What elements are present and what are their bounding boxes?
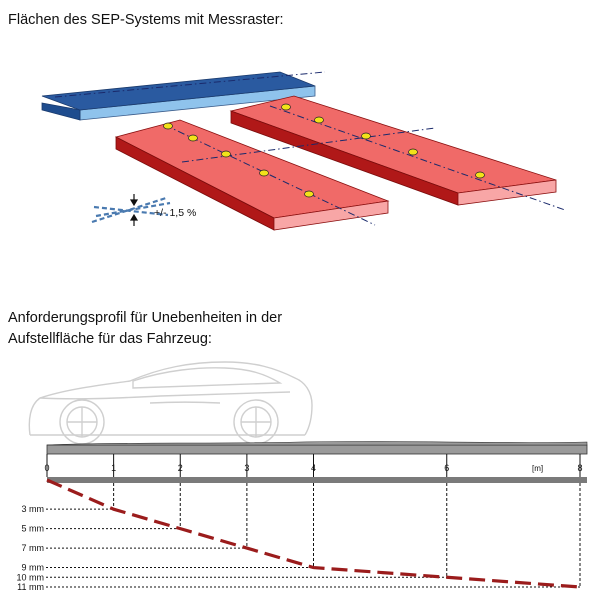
car-outline <box>28 361 313 445</box>
x-tick-label: 2 <box>178 463 183 473</box>
x-axis-ticks: 0 1 2 3 4 6 8 <box>44 454 583 477</box>
x-tick-label: 0 <box>44 463 49 473</box>
tolerance-indicator: +/- 1,5 % <box>91 194 196 226</box>
section-title-surfaces: Flächen des SEP-Systems mit Messraster: <box>8 12 284 28</box>
y-tick-label: 10 mm <box>16 572 44 582</box>
x-tick-label: 4 <box>311 463 316 473</box>
x-tick-label: 6 <box>444 463 449 473</box>
red-plate-left <box>114 119 390 231</box>
y-tick-label: 7 mm <box>22 543 45 553</box>
reference-bar <box>47 477 587 483</box>
x-tick-label: 8 <box>577 463 582 473</box>
sep-plates-illustration: +/- 1,5 % <box>41 71 566 231</box>
section-title-profile-line1: Anforderungsprofil für Unebenheiten in d… <box>8 310 283 326</box>
y-tick-label: 11 mm <box>17 582 44 592</box>
y-tick-label: 5 mm <box>22 524 45 534</box>
x-tick-label: 3 <box>244 463 249 473</box>
section-title-profile-line2: Aufstellfläche für das Fahrzeug: <box>8 331 212 347</box>
measuring-points <box>163 103 485 198</box>
x-unit-label: [m] <box>532 464 543 473</box>
y-tick-label: 3 mm <box>22 504 45 514</box>
y-tick-label: 9 mm <box>22 563 45 573</box>
tolerance-label: +/- 1,5 % <box>154 207 196 219</box>
red-plate-right <box>229 95 557 206</box>
ground-profile <box>46 444 588 455</box>
x-tick-label: 1 <box>111 463 116 473</box>
blue-plate <box>41 71 316 121</box>
guide-lines <box>46 483 581 588</box>
profile-series-line <box>46 478 581 589</box>
measuring-grid <box>54 71 566 226</box>
